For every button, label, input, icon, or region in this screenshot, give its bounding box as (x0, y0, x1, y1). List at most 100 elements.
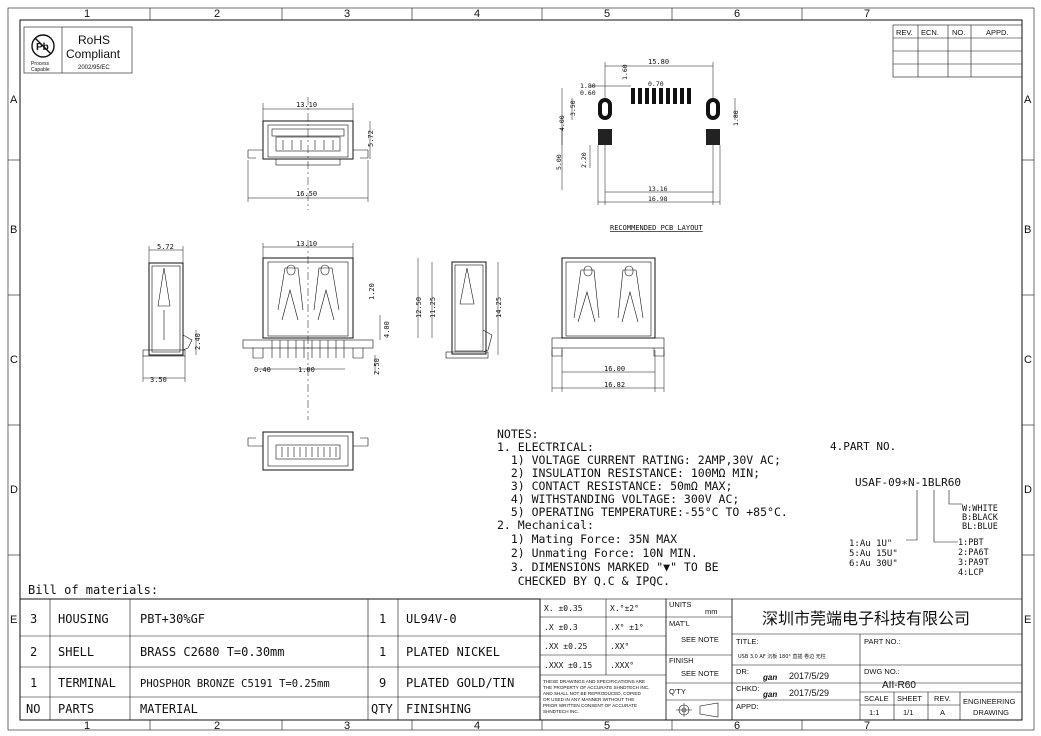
material-opt-3: 3:PA9T (958, 558, 989, 568)
dim-pcb-2-20: 2.20 (580, 152, 588, 168)
notes-line-1: 1. ELECTRICAL: (497, 440, 594, 454)
rohs-line1: RoHS (78, 33, 110, 47)
zone-right-C: C (1024, 354, 1032, 366)
title-block: 深圳市莞端电子科技有限公司 TITLE: USB 3.0 AF 沉板 180° … (731, 598, 1023, 721)
zone-top-7: 7 (864, 8, 870, 20)
tolerance-block: X. ±0.35 X.°±2° .X ±0.3 .X° ±1° .XX ±0.2… (539, 598, 733, 721)
dim-pcb-1-80b: 1.80 (732, 110, 740, 126)
dim-rs-12-50: 12.50 (415, 297, 423, 318)
scale-label: SCALE (864, 694, 889, 703)
top-view: 13.10 5.72 16.50 (247, 97, 375, 210)
dim-back-16-00: 16.00 (604, 365, 625, 373)
dim-pcb-0-60: 0.60 (580, 89, 596, 97)
legal-4: PRIOR WRITTEN CONSENT OF ACCURATE (543, 703, 637, 708)
zone-left-C: C (10, 354, 18, 366)
dim-front-0-40: 0.40 (254, 366, 271, 374)
dim-side-2-40: 2.40 (194, 333, 202, 350)
dr-date: 2017/5/29 (789, 671, 829, 681)
appd-label: APPD: (736, 702, 759, 711)
dim-front-13-10: 13.10 (296, 240, 317, 248)
bom-header-no: NO (26, 702, 40, 716)
part-no-code: USAF-09∗N-1BLR60 (855, 476, 961, 489)
bom-r0-material: PBT+30%GF (140, 612, 205, 626)
spec-finish-label: FINISH (669, 656, 694, 665)
notes-block: NOTES: 1. ELECTRICAL: 1) VOLTAGE CURRENT… (497, 427, 788, 588)
tol-r2-a: .XX ±0.25 (544, 642, 588, 651)
notes-line-6: 5) OPERATING TEMPERATURE:-55°C TO +85°C. (497, 505, 788, 519)
tol-r3-a: .XXX ±0.15 (544, 661, 592, 670)
dwg-no-value: AII-R60 (882, 680, 916, 691)
zone-top-1: 1 (84, 8, 90, 20)
bom-r1-part: SHELL (58, 645, 94, 659)
notes-line-3: 2) INSULATION RESISTANCE: 100MΩ MIN; (497, 466, 760, 480)
dim-pcb-4-00: 4.00 (558, 115, 566, 131)
rev-header-no: NO. (952, 28, 965, 37)
dim-rs-14-25: 14.25 (495, 297, 503, 318)
zone-right-A: A (1024, 94, 1032, 106)
rev-header-ecn: ECN. (921, 28, 939, 37)
bom-r0-qty: 1 (379, 612, 386, 626)
dim-back-16-82: 16.82 (604, 381, 625, 389)
drawing-label: DRAWING (973, 708, 1009, 717)
dim-front-1-20: 1.20 (368, 283, 376, 300)
zone-top-2: 2 (214, 8, 220, 20)
dim-pcb-15-80: 15.80 (648, 58, 669, 66)
back-view: 16.00 16.82 (551, 257, 665, 392)
color-opt-w: W:WHITE (962, 504, 998, 514)
spec-units-label: UNITS (669, 600, 692, 609)
spec-matl-label: MAT'L (669, 619, 690, 628)
rev-value: A (940, 708, 945, 717)
legal-2: AND SHALL NOT BE REPRODUCED, COPIED (543, 691, 641, 696)
legal-5: SHNDTECH INC. (543, 709, 579, 714)
tol-r3-b: .XXX° (610, 661, 634, 670)
dim-pcb-13-16: 13.16 (648, 185, 668, 193)
zone-top-4: 4 (474, 8, 480, 20)
dr-signature: gan (762, 673, 777, 682)
dim-rs-11-25: 11.25 (429, 297, 437, 318)
sheet-value: 1/1 (903, 708, 913, 717)
bom-table: Bill of materials: 3 HOUSING PBT+30%GF 1… (19, 583, 541, 721)
tol-r0-a: X. ±0.35 (544, 604, 583, 613)
zone-top-5: 5 (604, 8, 610, 20)
material-opt-1: 1:PBT (958, 538, 984, 548)
notes-line-9: 2) Unmating Force: 10N MIN. (497, 546, 698, 560)
pcb-caption: RECOMMENDED PCB LAYOUT (610, 224, 704, 232)
zone-right-B: B (1024, 224, 1031, 236)
rohs-block: Pb Process Capable RoHS Compliant 2002/9… (23, 26, 133, 74)
chkd-date: 2017/5/29 (789, 688, 829, 698)
dr-label: DR: (736, 667, 749, 676)
bom-r2-finish: PLATED GOLD/TIN (406, 676, 514, 690)
plating-opt-5: 5:Au 15U" (849, 549, 898, 559)
dwg-no-label: DWG NO.: (864, 667, 900, 676)
zone-right-D: D (1024, 484, 1032, 496)
notes-line-8: 1) Mating Force: 35N MAX (497, 532, 677, 546)
rev-label: REV. (934, 694, 951, 703)
projection-icon (676, 702, 719, 718)
notes-line-7: 2. Mechanical: (497, 518, 594, 532)
tol-r1-a: .X ±0.3 (544, 623, 578, 632)
material-opt-4: 4:LCP (958, 568, 984, 578)
zone-bottom-2: 2 (214, 720, 220, 732)
tol-r1-b: .X° ±1° (610, 623, 644, 632)
bom-header-finishing: FINISHING (406, 702, 471, 716)
bom-r2-material: PHOSPHOR BRONZE C5191 T=0.25mm (140, 678, 330, 690)
notes-line-5: 4) WITHSTANDING VOLTAGE: 300V AC; (497, 492, 739, 506)
color-opt-b: B:BLACK (962, 513, 999, 523)
bom-r2-part: TERMINAL (58, 676, 116, 690)
zone-top-6: 6 (734, 8, 740, 20)
bom-r1-finish: PLATED NICKEL (406, 645, 500, 659)
bom-header-material: MATERIAL (140, 702, 198, 716)
revision-block: REV. ECN. NO. APPD. (892, 24, 1023, 78)
spec-finish-value: SEE NOTE (681, 669, 719, 678)
bom-r1-material: BRASS C2680 T=0.30mm (140, 645, 285, 659)
dim-top-base: 16.50 (296, 190, 317, 198)
zone-bottom-1: 1 (84, 720, 90, 732)
zone-bottom-7: 7 (864, 720, 870, 732)
zone-bottom-6: 6 (734, 720, 740, 732)
dim-front-2-50: 2.50 (373, 358, 381, 375)
notes-line-10: 3. DIMENSIONS MARKED "▼" TO BE (497, 560, 719, 574)
dim-top-width: 13.10 (296, 101, 317, 109)
spec-qty-label: Q'TY (669, 687, 686, 696)
pb-label: Pb (36, 42, 49, 53)
